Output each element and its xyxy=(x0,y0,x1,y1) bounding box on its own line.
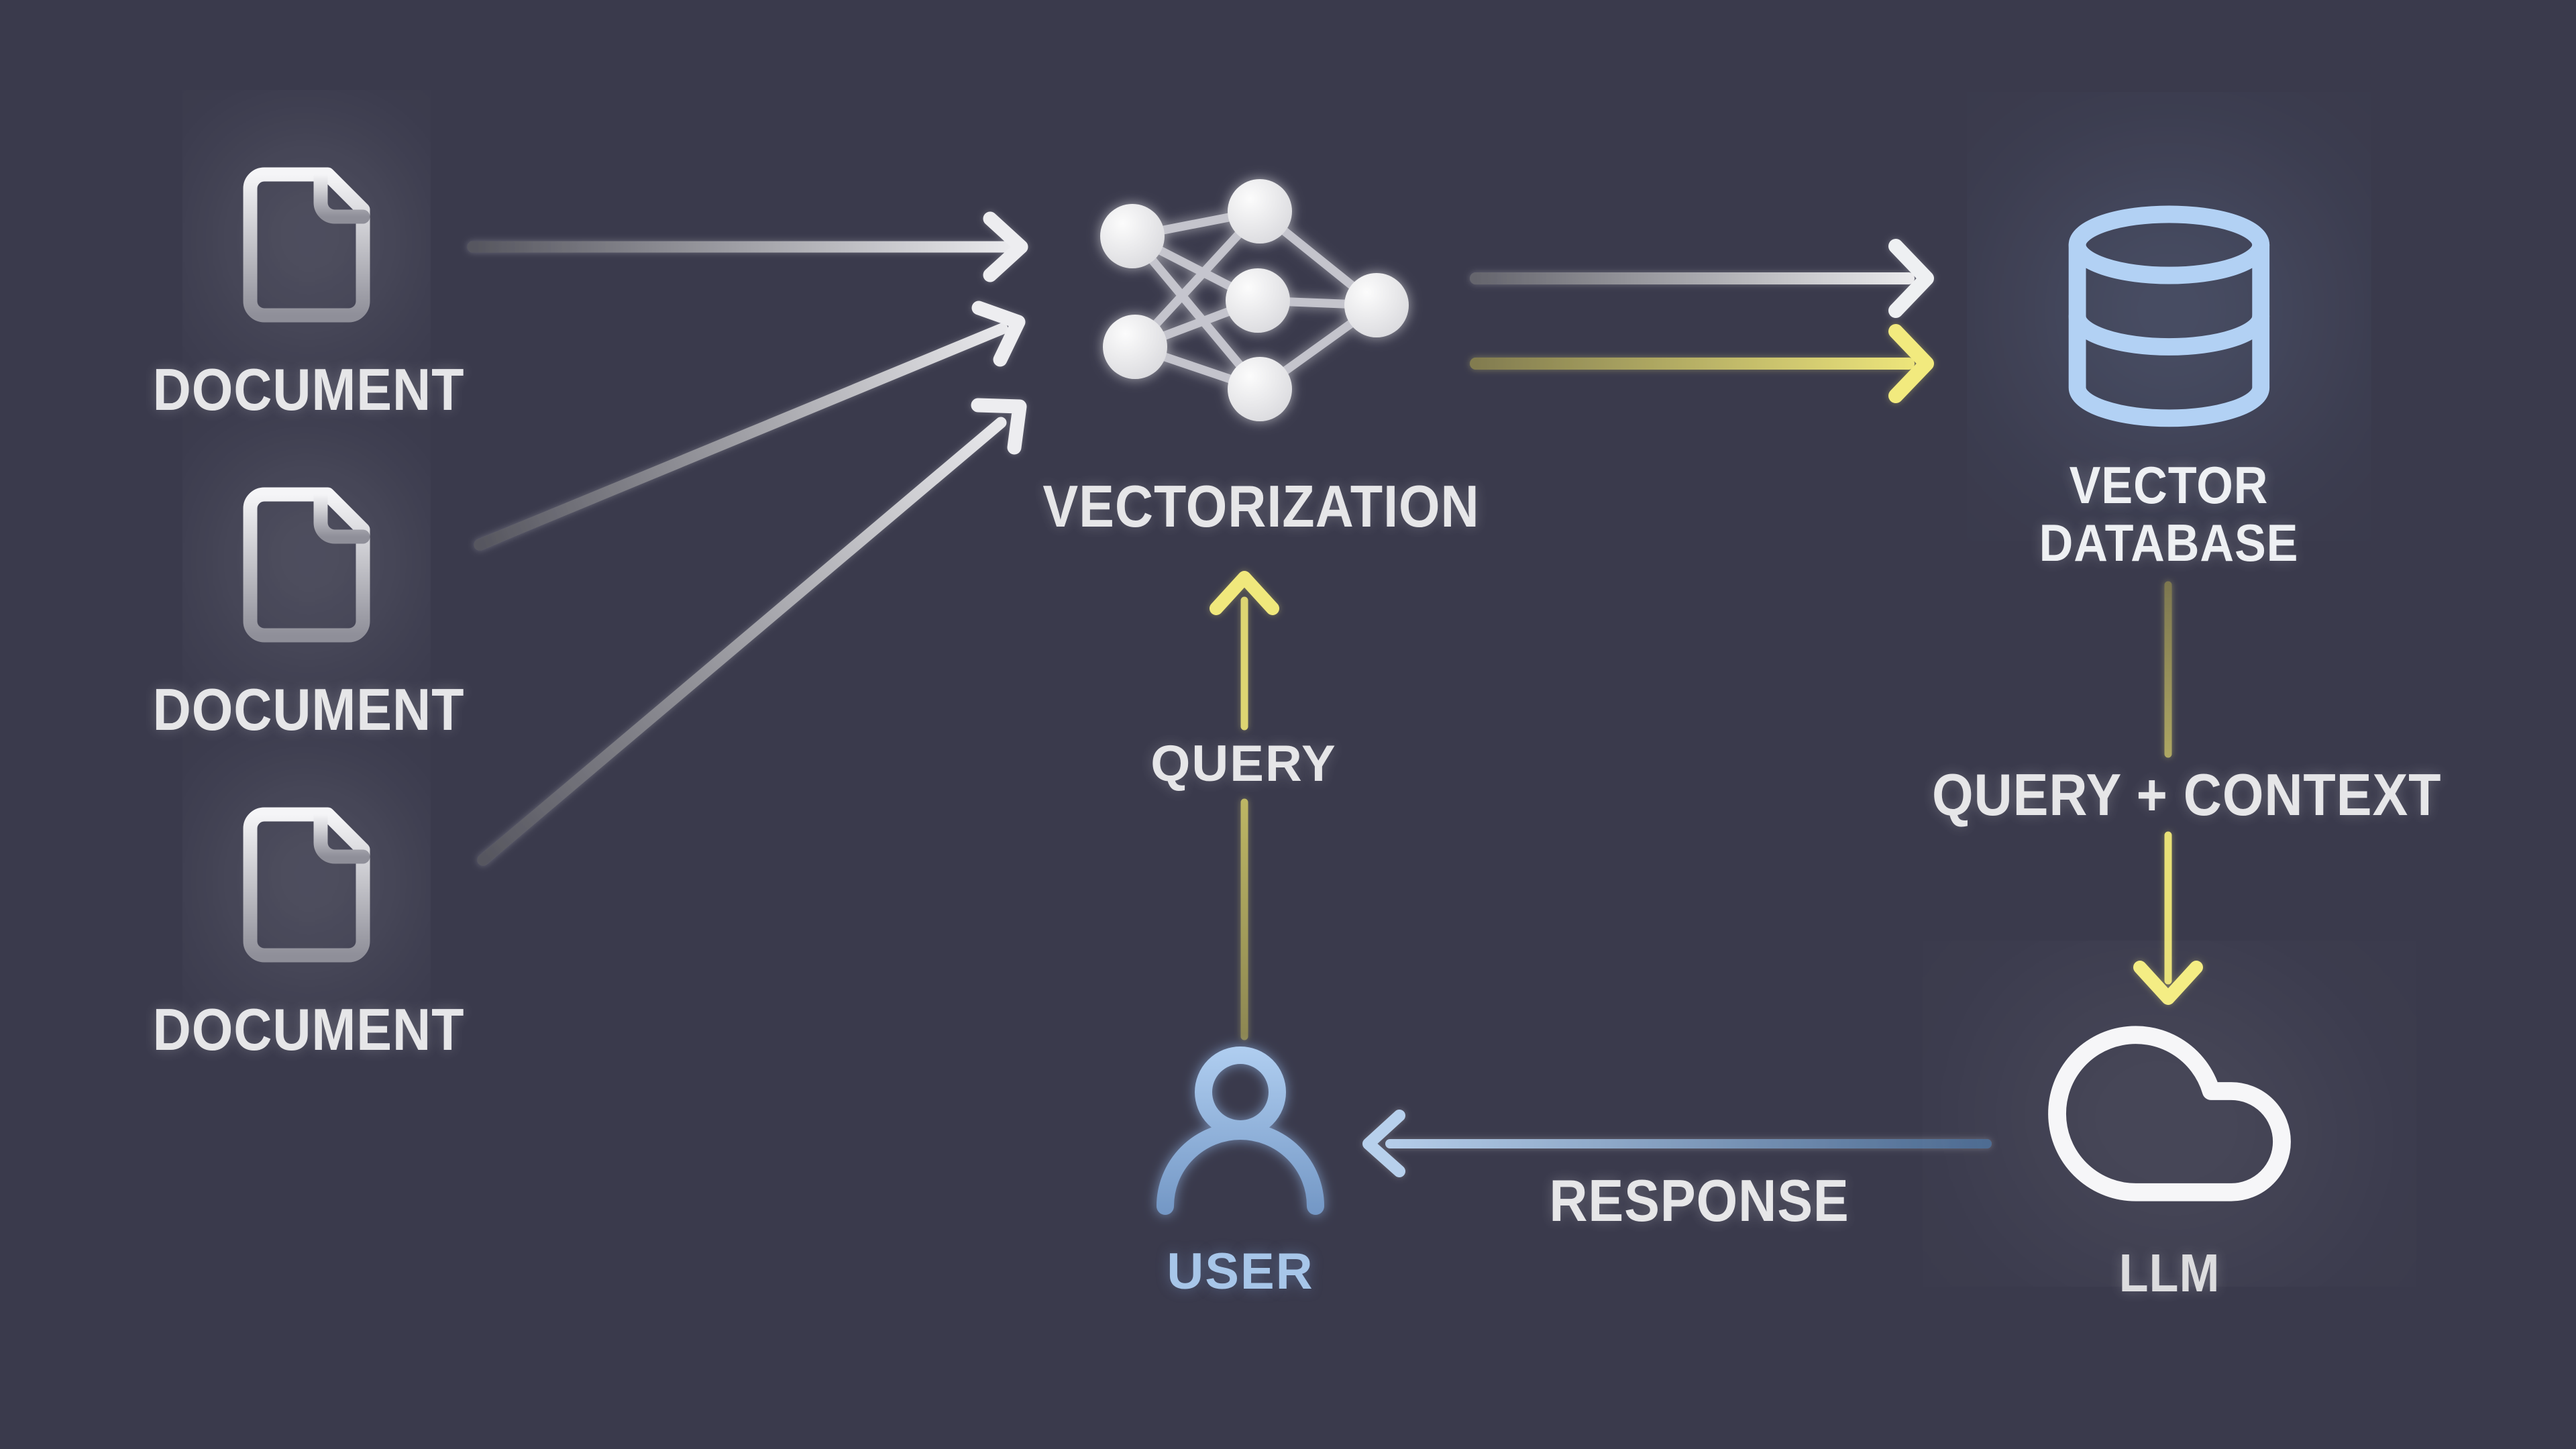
vector-database-label: VECTOR DATABASE xyxy=(1988,456,2350,572)
document-1-label: DOCUMENT xyxy=(152,356,465,423)
neural-network-icon xyxy=(1100,179,1409,421)
document-3-label: DOCUMENT xyxy=(152,996,465,1063)
user-label: USER xyxy=(1167,1243,1314,1300)
llm-label: LLM xyxy=(2118,1243,2220,1303)
response-label: RESPONSE xyxy=(1549,1167,1849,1234)
query-label: QUERY xyxy=(1150,735,1337,792)
arrow-vectorization-to-database-gray xyxy=(1470,239,1934,318)
cloud-icon xyxy=(2048,1026,2291,1201)
arrow-llm-to-user xyxy=(1362,1110,1992,1177)
vector-database-label-line2: DATABASE xyxy=(2039,513,2299,572)
document-2-label: DOCUMENT xyxy=(152,676,465,743)
arrow-document3-to-vectorization xyxy=(477,398,1027,866)
vectorization-label: VECTORIZATION xyxy=(1042,473,1480,539)
arrow-document1-to-vectorization xyxy=(467,211,1028,282)
file-icon xyxy=(243,167,370,323)
query-context-label: QUERY + CONTEXT xyxy=(1932,761,2442,828)
file-icon xyxy=(243,807,370,963)
arrow-vectorization-to-database-yellow xyxy=(1470,324,1934,403)
database-icon xyxy=(2068,205,2270,427)
arrow-document2-to-vectorization xyxy=(474,301,1026,551)
user-icon xyxy=(1157,1046,1324,1215)
file-icon xyxy=(243,487,370,643)
vector-database-label-line1: VECTOR xyxy=(2069,455,2269,515)
arrow-user-to-vectorization xyxy=(1210,571,1279,1040)
arrow-database-to-llm xyxy=(2133,581,2203,1005)
